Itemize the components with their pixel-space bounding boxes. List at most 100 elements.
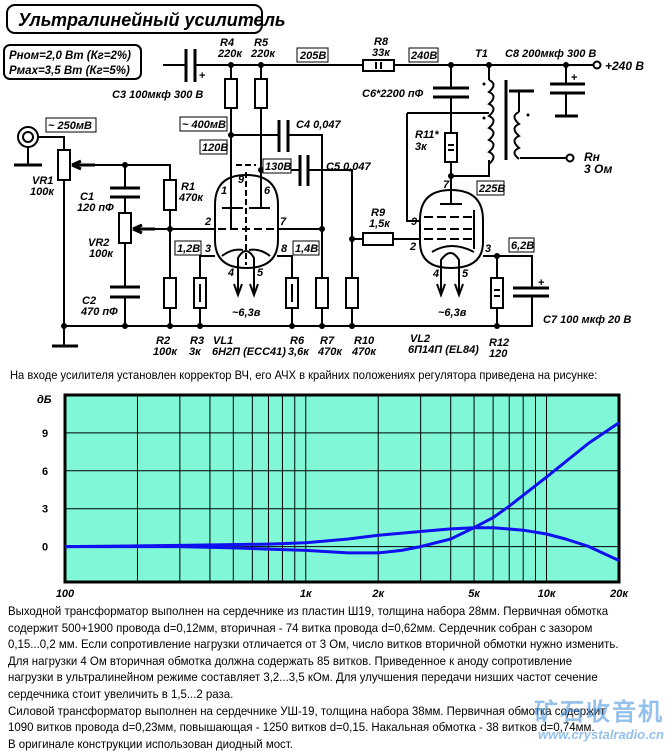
x-tick-label: 10к	[538, 588, 557, 600]
c1-value: 120 пФ	[77, 202, 114, 214]
svg-text:6: 6	[264, 185, 271, 197]
vl1-type: 6Н2П (ECC41)	[212, 346, 286, 358]
v-400mv: ~ 400мВ	[182, 119, 226, 131]
title: Ультралинейный усилитель	[18, 10, 286, 30]
vl2-type: 6П14П (EL84)	[408, 344, 479, 356]
junction-dots	[61, 62, 569, 329]
r9-name: R9	[371, 207, 386, 219]
r4-value: 220к	[217, 48, 243, 60]
watermark: 矿石收音机 www.crystalradio.cn	[534, 692, 664, 742]
x-tick-label: 5к	[468, 588, 481, 600]
note-line: сердечника стоит увеличить в 1,5...2 раз…	[8, 686, 234, 701]
y-tick-label: 6	[42, 466, 48, 478]
c5-label: C5 0,047	[326, 161, 372, 173]
watermark-cn: 矿石收音机	[534, 698, 664, 726]
c2-name: C2	[82, 295, 96, 307]
note-line: Выходной трансформатор выполнен на серде…	[8, 604, 609, 618]
note-line: Силовой трансформатор выполнен на сердеч…	[8, 703, 606, 718]
note-line: содержит 500+1900 провода d=0,12мм, втор…	[8, 620, 593, 635]
v-240: 240В	[410, 50, 437, 62]
r6-name: R6	[290, 335, 305, 347]
v-1-2: 1,2В	[177, 243, 200, 255]
vl1-name: VL1	[213, 335, 233, 347]
vr2-name: VR2	[88, 237, 109, 249]
resistors	[57, 59, 504, 309]
r3-name: R3	[190, 335, 204, 347]
svg-text:5: 5	[257, 267, 264, 279]
v-120: 120В	[202, 142, 228, 154]
c2-value: 470 пФ	[80, 306, 118, 318]
wires: + + +	[14, 49, 602, 348]
v-130: 130В	[265, 161, 291, 173]
x-tick-label: 20к	[609, 588, 629, 600]
y-tick-label: 3	[42, 504, 48, 516]
vl1-heater: ~6,3в	[232, 307, 261, 319]
c6-label: C6*2200 пФ	[362, 88, 424, 100]
r2-value: 100к	[153, 346, 178, 358]
tube-vl2	[419, 188, 484, 298]
svg-text:7: 7	[443, 179, 450, 191]
r7-value: 470к	[317, 346, 343, 358]
r1-value: 470к	[178, 192, 204, 204]
c8-label: C8 200мкф 300 В	[505, 48, 596, 60]
v-250mv: ~ 250мВ	[48, 120, 92, 132]
c1-name: C1	[80, 191, 94, 203]
r5-name: R5	[254, 37, 269, 49]
vr1-name: VR1	[32, 175, 53, 187]
svg-text:7: 7	[280, 216, 287, 228]
r12-value: 120	[489, 348, 508, 360]
r4-name: R4	[220, 37, 234, 49]
r12-name: R12	[489, 337, 509, 349]
watermark-url: www.crystalradio.cn	[538, 727, 664, 742]
v-225: 225В	[478, 183, 505, 195]
r5-value: 220к	[250, 48, 276, 60]
voltage-labels: 205В 240В ~ 400мВ ~ 250мВ 120В 130В 1,2В…	[45, 47, 535, 256]
r11-name: R11*	[415, 129, 439, 141]
x-tick-label: 100	[56, 588, 75, 600]
r8-name: R8	[374, 36, 389, 48]
r2-name: R2	[156, 335, 170, 347]
r3-value: 3к	[189, 346, 202, 358]
svg-text:8: 8	[281, 243, 288, 255]
r7-name: R7	[320, 335, 335, 347]
svg-text:+: +	[538, 277, 544, 289]
vr1-wiper-arrow	[71, 159, 95, 171]
spec-nominal: Рном=2,0 Вт (Кг=2%)	[9, 50, 131, 62]
y-tick-label: 9	[42, 428, 48, 440]
r6-value: 3,6к	[288, 346, 310, 358]
title-box	[6, 4, 263, 34]
c4-label: C4 0,047	[296, 119, 342, 131]
v-205: 205В	[299, 50, 326, 62]
r9-value: 1,5к	[369, 218, 391, 230]
svg-text:9: 9	[411, 216, 418, 228]
svg-text:3: 3	[485, 243, 491, 255]
r10-name: R10	[354, 335, 375, 347]
svg-text:2: 2	[204, 216, 211, 228]
vl2-heater: ~6,3в	[438, 307, 467, 319]
vl2-name: VL2	[410, 333, 430, 345]
t1-label: T1	[475, 48, 488, 60]
svg-text:4: 4	[432, 268, 439, 280]
note-line: 0,15...0,2 мм. Если сопротивление нагруз…	[8, 637, 619, 652]
r8-value: 33к	[372, 47, 391, 59]
load-name: Rн	[584, 150, 601, 164]
note-line: нагрузки в ультралинейном режиме составл…	[8, 670, 598, 685]
r10-value: 470к	[351, 346, 377, 358]
series-line-min	[64, 526, 620, 562]
note-line: Для нагрузки 4 Ом вторичная обмотка долж…	[8, 653, 573, 668]
plot-frame	[63, 393, 621, 584]
c7-label: C7 100 мкф 20 В	[543, 314, 631, 326]
vr2-value: 100к	[89, 248, 114, 260]
vr1-value: 100к	[30, 186, 55, 198]
r1-name: R1	[181, 181, 195, 193]
svg-text:1: 1	[221, 185, 227, 197]
plot-area	[65, 395, 619, 582]
vr2-wiper-arrow	[132, 223, 155, 235]
tube-vl1	[214, 160, 279, 298]
svg-text:2: 2	[409, 241, 416, 253]
specs-box	[3, 44, 142, 80]
y-tick-label: 0	[42, 542, 48, 554]
